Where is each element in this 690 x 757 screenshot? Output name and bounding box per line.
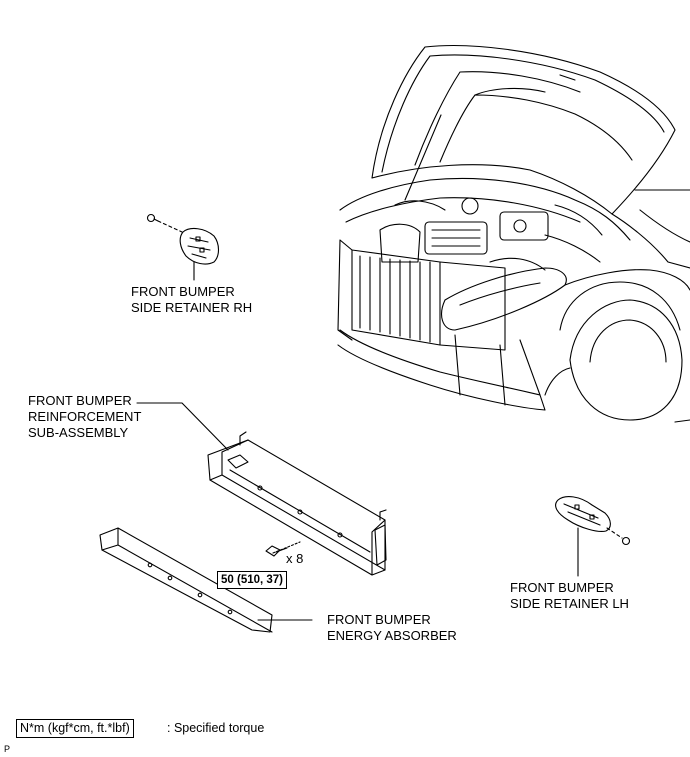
label-line: SIDE RETAINER LH: [510, 596, 629, 611]
hood-prop-rod: [404, 114, 442, 201]
bolt-illustration: [265, 541, 301, 557]
torque-value-box: 50 (510, 37): [217, 571, 288, 589]
label-reinforcement: FRONT BUMPER REINFORCEMENT SUB-ASSEMBLY: [28, 393, 141, 441]
legend-description: : Specified torque: [167, 721, 265, 735]
radiator: [351, 249, 441, 346]
label-side-retainer-rh: FRONT BUMPER SIDE RETAINER RH: [131, 284, 252, 316]
label-line: FRONT BUMPER: [28, 393, 132, 408]
label-line: REINFORCEMENT: [28, 409, 142, 424]
label-line: ENERGY ABSORBER: [327, 628, 457, 643]
reinforcement-illustration: [207, 431, 387, 576]
legend-unit-box: N*m (kgf*cm, ft.*lbf): [16, 719, 134, 738]
label-line: SUB-ASSEMBLY: [28, 425, 129, 440]
corner-mark: P: [4, 744, 11, 754]
energy-absorber-illustration: [99, 527, 273, 633]
side-retainer-lh-illustration: [555, 496, 631, 577]
label-energy-absorber: FRONT BUMPER ENERGY ABSORBER: [327, 612, 457, 644]
headlamp: [441, 267, 567, 331]
label-line: FRONT BUMPER: [131, 284, 235, 299]
label-line: SIDE RETAINER RH: [131, 300, 253, 315]
front-wheel: [569, 299, 683, 421]
bolt-count: x 8: [286, 551, 304, 566]
leader-lines: [136, 402, 313, 621]
label-side-retainer-lh: FRONT BUMPER SIDE RETAINER LH: [510, 580, 629, 612]
label-line: FRONT BUMPER: [510, 580, 614, 595]
side-retainer-rh-illustration: [146, 213, 220, 281]
car-front-illustration: [337, 45, 690, 423]
hood-outline: [371, 45, 676, 215]
fender: [564, 269, 690, 291]
label-line: FRONT BUMPER: [327, 612, 431, 627]
